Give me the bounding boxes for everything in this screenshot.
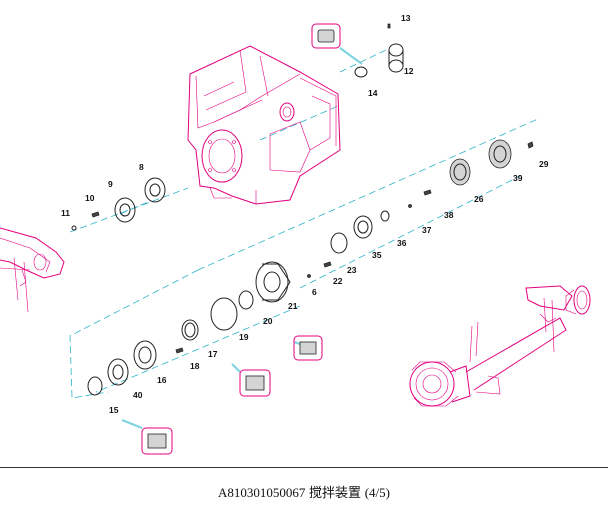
- callout-29: 29: [539, 159, 549, 169]
- part-36: [380, 210, 390, 222]
- callout-36: 36: [397, 238, 407, 248]
- part-10: [91, 211, 100, 218]
- callout-18: 18: [190, 361, 200, 371]
- drawing-title: 搅拌装置: [309, 485, 362, 500]
- part-8: [144, 177, 166, 203]
- callout-6: 6: [312, 287, 317, 297]
- callout-23: 23: [347, 265, 357, 275]
- part-20: [238, 290, 254, 310]
- part-22: [323, 261, 332, 268]
- part-14: [354, 66, 368, 78]
- callout-37: 37: [422, 225, 432, 235]
- part-26: [449, 158, 471, 186]
- left-arm-assembly: [0, 227, 65, 313]
- callout-39: 39: [513, 173, 523, 183]
- part-39: [488, 139, 512, 169]
- callout-38: 38: [444, 210, 454, 220]
- drawing-caption: A810301050067 搅拌装置 (4/5): [0, 482, 608, 501]
- part-40: [107, 358, 129, 386]
- assembly-guide-lines: [69, 47, 541, 430]
- callout-labels: 13 12 14 8 9 10 11 29 39 26 38 37 36 35 …: [61, 13, 549, 415]
- callout-15: 15: [109, 405, 119, 415]
- callout-10: 10: [85, 193, 95, 203]
- footer-divider: [0, 467, 608, 468]
- callout-19: 19: [239, 332, 249, 342]
- callout-22: 22: [333, 276, 343, 286]
- part-18: [175, 347, 184, 354]
- part-12: [388, 43, 404, 73]
- callout-9: 9: [108, 179, 113, 189]
- part-6: [307, 274, 311, 278]
- part-9: [114, 197, 136, 223]
- callout-14: 14: [368, 88, 378, 98]
- part-19: [210, 297, 238, 331]
- part-13: [387, 23, 391, 29]
- part-15: [87, 376, 103, 396]
- part-11: [71, 225, 77, 231]
- detail-frame-14: [311, 23, 341, 49]
- part-23: [330, 232, 348, 254]
- callout-16: 16: [157, 375, 167, 385]
- callout-12: 12: [404, 66, 414, 76]
- part-29: [527, 141, 534, 149]
- right-drum-assembly: [409, 285, 591, 407]
- part-17: [181, 319, 199, 341]
- gearbox-housing: [187, 45, 341, 205]
- detail-frame-20: [293, 335, 323, 361]
- callout-11: 11: [61, 208, 70, 218]
- callout-35: 35: [372, 250, 382, 260]
- part-37: [408, 204, 412, 208]
- detail-frame-15: [141, 427, 173, 455]
- part-16: [133, 340, 157, 370]
- drawing-page: (4/5): [364, 485, 390, 500]
- detail-frames: [141, 23, 341, 455]
- part-35: [353, 215, 373, 239]
- callout-17: 17: [208, 349, 218, 359]
- callout-13: 13: [401, 13, 411, 23]
- callout-20: 20: [263, 316, 273, 326]
- detail-frame-17: [239, 369, 271, 397]
- callout-40: 40: [133, 390, 143, 400]
- callout-8: 8: [139, 162, 144, 172]
- drawing-code: A810301050067: [218, 485, 306, 500]
- part-38: [423, 189, 432, 196]
- callout-26: 26: [474, 194, 484, 204]
- callout-21: 21: [288, 301, 298, 311]
- part-21: [255, 261, 291, 303]
- parts: [71, 23, 534, 396]
